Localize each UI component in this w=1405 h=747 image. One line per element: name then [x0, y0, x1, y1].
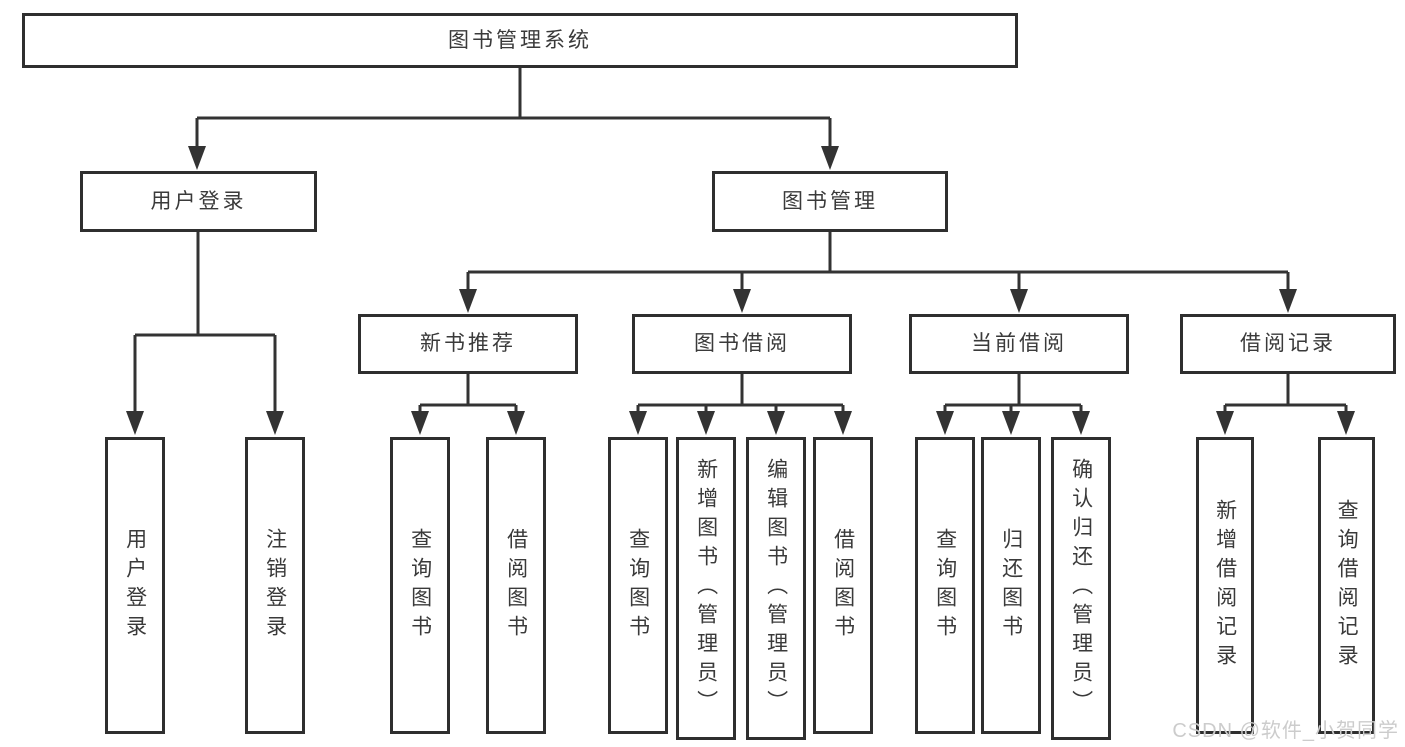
- node-label: 确认归还（管理员）: [1069, 458, 1093, 719]
- node-label: 注销登录: [263, 527, 287, 644]
- node-new-book-recommend: 新书推荐: [358, 314, 578, 374]
- node-label: 查询图书: [408, 527, 432, 644]
- leaf-query-books-borrow: 查询图书: [608, 437, 668, 734]
- connector-root-to-level2: [188, 68, 839, 170]
- connector-recommend-to-leaves: [411, 374, 525, 435]
- node-label: 查询图书: [626, 527, 650, 644]
- node-user-login: 用户登录: [80, 171, 317, 232]
- connector-login-to-leaves: [126, 232, 284, 435]
- node-label: 查询图书: [933, 527, 957, 644]
- node-label: 当前借阅: [971, 332, 1067, 356]
- leaf-borrow-books-borrow: 借阅图书: [813, 437, 873, 734]
- node-label: 归还图书: [999, 527, 1023, 644]
- connector-current-to-leaves: [936, 374, 1090, 435]
- arrowhead-records: [1279, 289, 1297, 313]
- node-borrowing-records: 借阅记录: [1180, 314, 1396, 374]
- node-label: 图书管理: [782, 189, 878, 213]
- arrowhead-recommend: [459, 289, 477, 313]
- node-label: 借阅图书: [504, 527, 528, 644]
- node-book-management: 图书管理: [712, 171, 948, 232]
- node-label: 编辑图书（管理员）: [764, 458, 788, 719]
- connector-borrow-to-leaves: [629, 374, 852, 435]
- leaf-edit-books-admin: 编辑图书（管理员）: [746, 437, 806, 740]
- leaf-borrow-books-recommend: 借阅图书: [486, 437, 546, 734]
- node-label: 新书推荐: [420, 332, 516, 356]
- leaf-logout-login: 注销登录: [245, 437, 305, 734]
- leaf-query-borrow-record: 查询借阅记录: [1318, 437, 1375, 734]
- leaf-return-books: 归还图书: [981, 437, 1041, 734]
- leaf-add-borrow-record: 新增借阅记录: [1196, 437, 1254, 734]
- connector-records-to-leaves: [1216, 374, 1355, 435]
- node-label: 图书借阅: [694, 332, 790, 356]
- node-book-borrowing: 图书借阅: [632, 314, 852, 374]
- arrowhead-leaf-logout: [266, 411, 284, 435]
- arrowhead-borrow: [733, 289, 751, 313]
- node-label: 新增借阅记录: [1213, 498, 1237, 673]
- node-label: 用户登录: [150, 189, 247, 213]
- arrowhead-book-mgmt: [821, 146, 839, 170]
- leaf-query-books-current: 查询图书: [915, 437, 975, 734]
- node-label: 借阅图书: [831, 527, 855, 644]
- leaf-add-books-admin: 新增图书（管理员）: [676, 437, 736, 740]
- arrowhead-leaf-user-login: [126, 411, 144, 435]
- node-label: 图书管理系统: [448, 28, 592, 52]
- node-label: 新增图书（管理员）: [694, 458, 718, 719]
- arrowhead-user-login: [188, 146, 206, 170]
- leaf-confirm-return-admin: 确认归还（管理员）: [1051, 437, 1111, 740]
- connector-mgmt-to-level3: [459, 232, 1297, 313]
- node-current-borrowing: 当前借阅: [909, 314, 1129, 374]
- leaf-user-login: 用户登录: [105, 437, 165, 734]
- node-library-management-system: 图书管理系统: [22, 13, 1018, 68]
- arrowhead-current: [1010, 289, 1028, 313]
- node-label: 用户登录: [123, 527, 147, 644]
- csdn-watermark: CSDN @软件_小贺同学: [1172, 720, 1399, 742]
- node-label: 借阅记录: [1240, 332, 1336, 356]
- node-label: 查询借阅记录: [1335, 498, 1359, 673]
- leaf-query-books-recommend: 查询图书: [390, 437, 450, 734]
